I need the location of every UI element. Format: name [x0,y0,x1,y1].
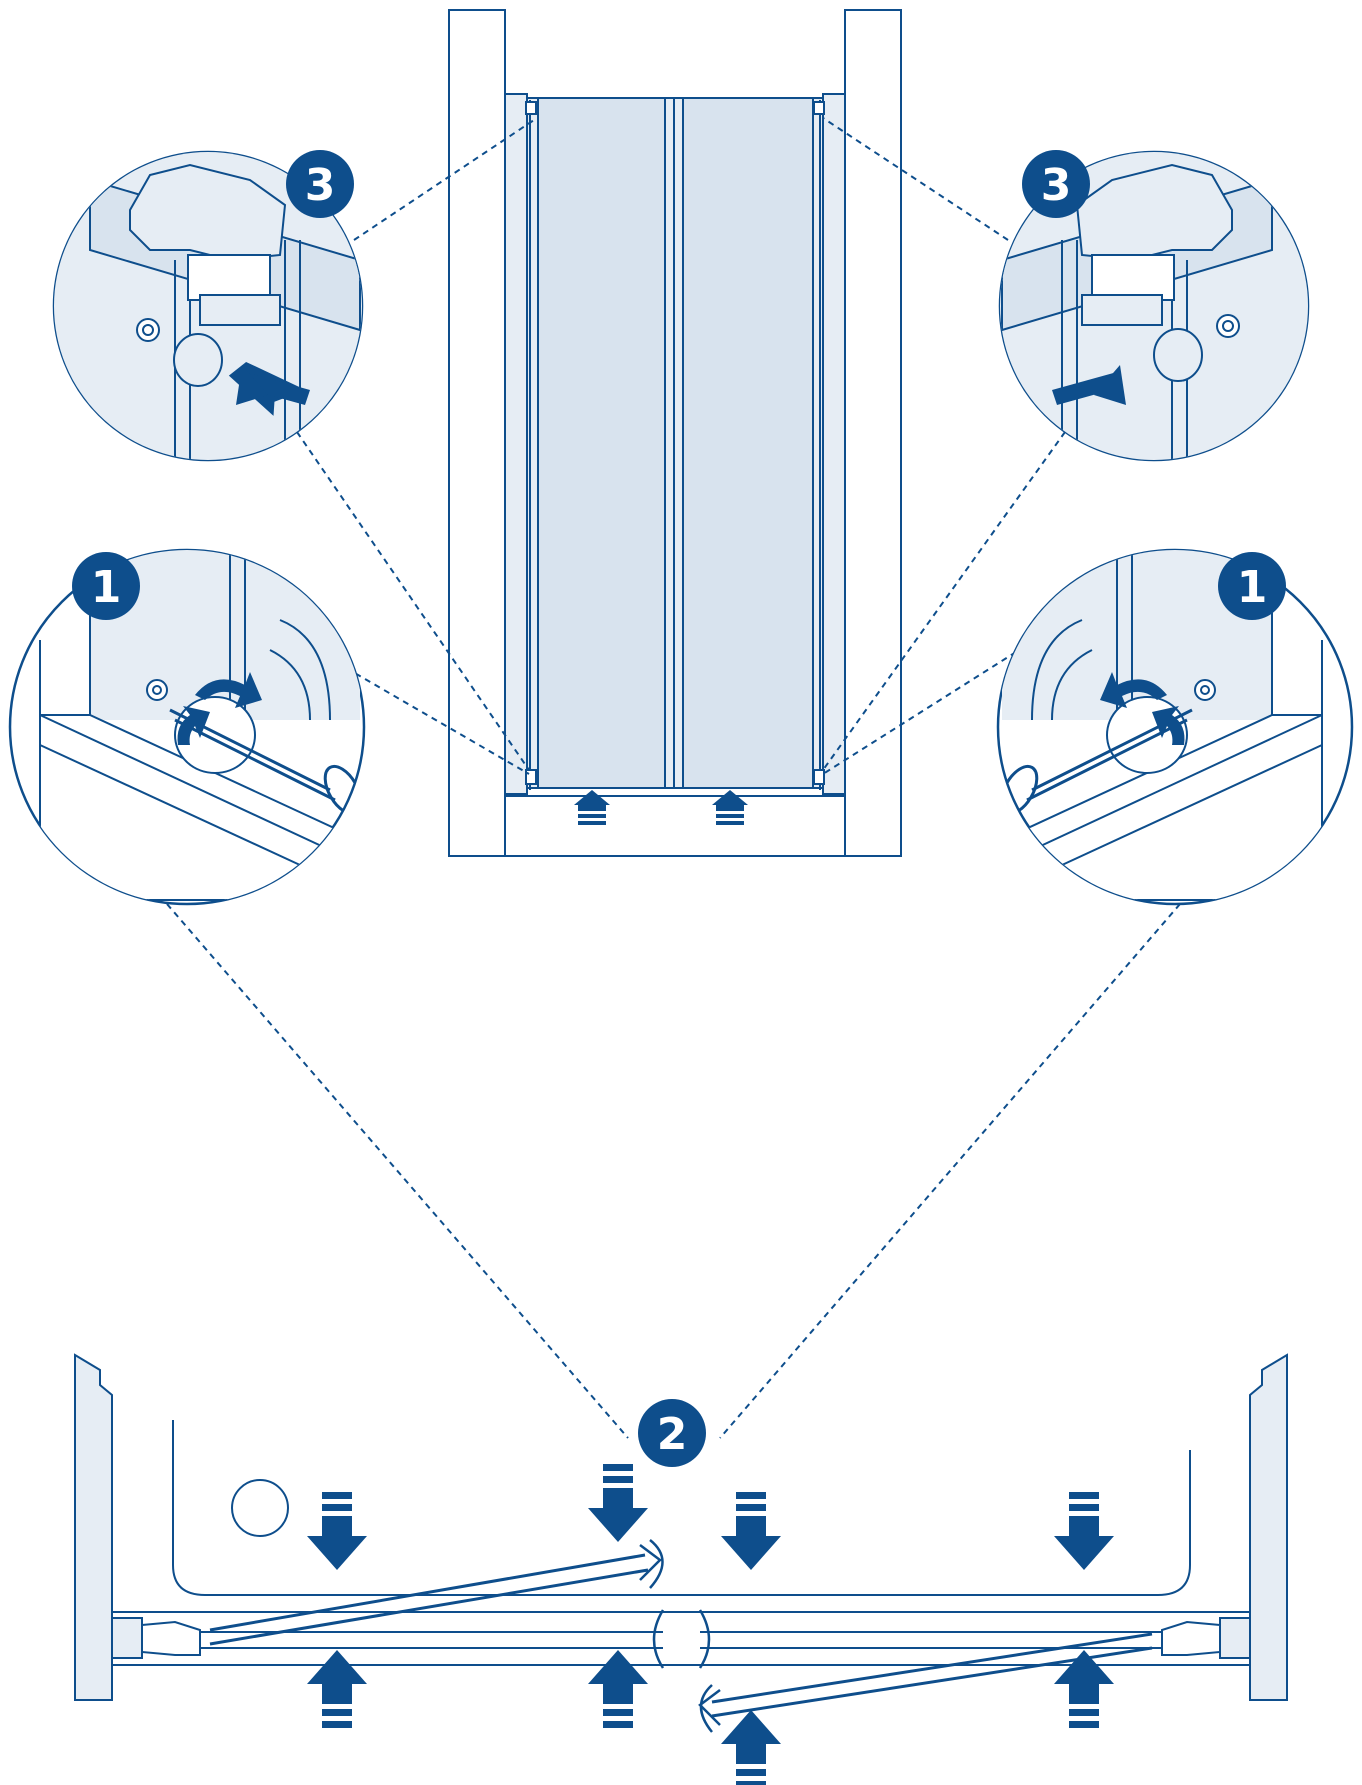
step-badge-mid-left: 1 [72,552,140,620]
drain [231,1479,289,1537]
step-badge-top-left: 3 [286,150,354,218]
rotate-arrow-icon [177,672,262,745]
push-arrow-icon [574,790,610,825]
step-number: 1 [1237,562,1268,613]
right-wall-plan [1249,1353,1288,1701]
push-arrow-icon [1052,365,1126,405]
shower-tray [172,1420,1191,1596]
door-front-view [448,9,902,857]
push-arrow-icon [712,790,748,825]
right-profile [822,93,846,795]
rotate-arrow-icon [1100,672,1185,745]
step-badge-mid-right: 1 [1218,552,1286,620]
push-arrow-icon [721,1492,781,1570]
left-wall [448,9,506,857]
push-arrow-icon [588,1464,648,1542]
leader-lines [166,117,1181,1439]
detail-hinge-top-left [52,150,364,462]
left-wall-plan [74,1353,113,1701]
glass-panel-right [682,97,814,789]
left-profile [504,93,528,795]
push-arrow-icon [307,1492,367,1570]
plan-view [74,1353,1288,1733]
step-number: 1 [91,562,122,613]
push-arrow-icon [228,361,310,416]
push-arrow-icon [588,1650,648,1728]
push-arrow-icon [721,1710,781,1785]
step-number: 3 [305,160,336,211]
push-arrow-icon [1054,1492,1114,1570]
step-badge-bottom: 2 [638,1399,706,1467]
step-number: 2 [657,1409,688,1460]
detail-release-right [996,548,1354,906]
step-number: 3 [1041,160,1072,211]
detail-release-left [8,548,366,906]
right-hinge-plan [1219,1617,1251,1659]
detail-hinge-top-right [998,150,1310,462]
push-arrow-icon [307,1650,367,1728]
glass-panel-left [537,97,666,789]
step-badge-top-right: 3 [1022,150,1090,218]
left-hinge-plan [111,1617,143,1659]
